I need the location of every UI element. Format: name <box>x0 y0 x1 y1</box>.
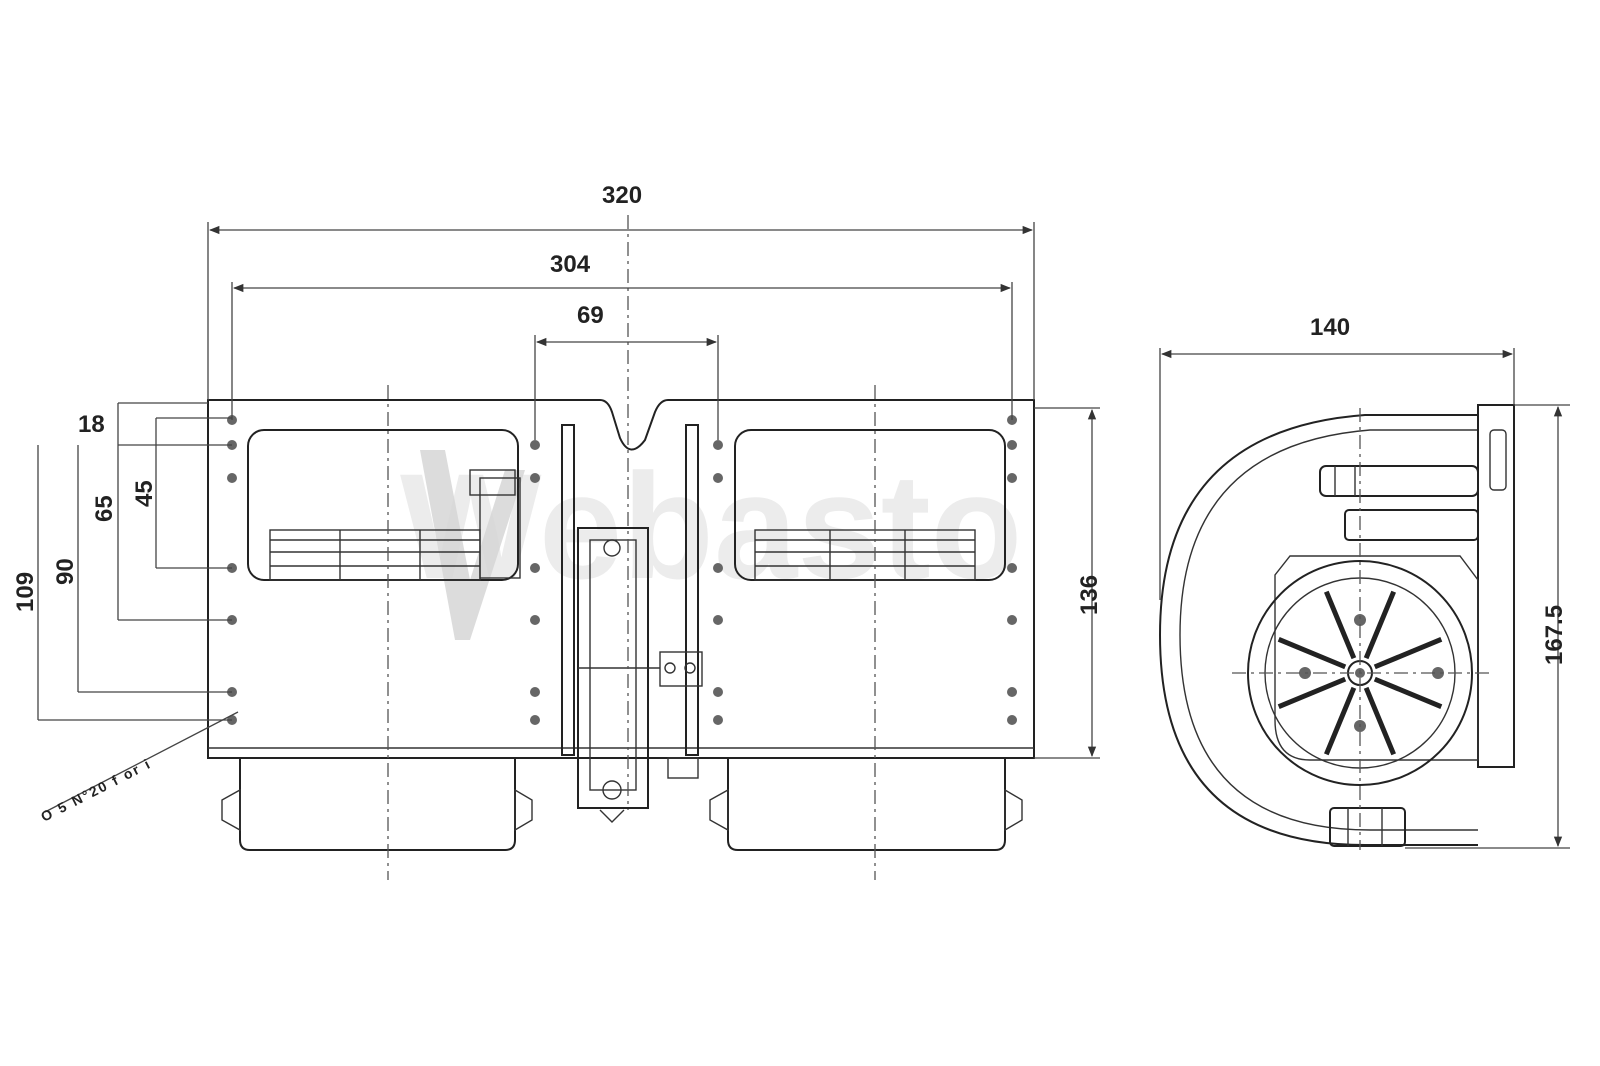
dim-304: 304 <box>550 251 591 278</box>
mounting-hole <box>530 715 540 725</box>
mounting-hole <box>227 473 237 483</box>
motor-bracket <box>561 424 703 823</box>
left-fan-wheel <box>269 469 521 581</box>
left-lower-housing <box>239 758 516 851</box>
fan-spoke <box>1373 676 1443 709</box>
mounting-hole <box>530 563 540 573</box>
mounting-plate <box>207 399 1035 759</box>
side-view <box>1158 404 1515 850</box>
fan-spoke <box>1363 590 1396 660</box>
dim-320: 320 <box>602 182 642 209</box>
mounting-hole <box>530 615 540 625</box>
mounting-hole <box>1007 687 1017 697</box>
mounting-holes <box>227 415 1017 725</box>
mounting-hole <box>713 440 723 450</box>
mounting-hole <box>1007 563 1017 573</box>
mounting-hole <box>713 715 723 725</box>
dim-90: 90 <box>52 558 79 585</box>
mounting-hole <box>530 440 540 450</box>
motor-face <box>1247 560 1473 786</box>
dim-65: 65 <box>91 495 118 522</box>
right-lower-housing <box>727 758 1006 851</box>
fan-spoke <box>1277 676 1347 709</box>
watermark-text: Webasto <box>400 442 1022 610</box>
mounting-hole <box>530 687 540 697</box>
dim-136: 136 <box>1076 575 1103 615</box>
side-flange <box>1477 404 1515 768</box>
dim-45: 45 <box>131 480 158 507</box>
fan-spoke <box>1277 637 1347 670</box>
front-view <box>207 215 1035 880</box>
mounting-hole <box>1007 615 1017 625</box>
fan-spoke <box>1324 590 1357 660</box>
dim-109: 109 <box>12 572 39 612</box>
dim-140: 140 <box>1310 314 1350 341</box>
mounting-hole <box>530 473 540 483</box>
mounting-hole <box>713 687 723 697</box>
hole-note: O 5 N°20 f or i <box>38 755 154 825</box>
mounting-hole <box>1007 440 1017 450</box>
dim-167-5: 167.5 <box>1541 605 1568 665</box>
fan-spoke <box>1373 637 1443 670</box>
dim-69: 69 <box>577 302 604 329</box>
mounting-hole <box>713 563 723 573</box>
dim-18: 18 <box>78 411 105 438</box>
watermark-logo: Webasto <box>400 442 1022 640</box>
fan-spokes <box>1277 590 1443 756</box>
mounting-hole <box>1007 473 1017 483</box>
mounting-hole <box>713 615 723 625</box>
mounting-hole <box>1007 715 1017 725</box>
fan-spoke <box>1363 686 1396 756</box>
side-dimensions: 140 167.5 <box>1159 314 1570 849</box>
right-fan-wheel <box>754 529 976 581</box>
mounting-hole <box>713 473 723 483</box>
fan-spoke <box>1324 686 1357 756</box>
volute-housing <box>1158 414 1478 846</box>
